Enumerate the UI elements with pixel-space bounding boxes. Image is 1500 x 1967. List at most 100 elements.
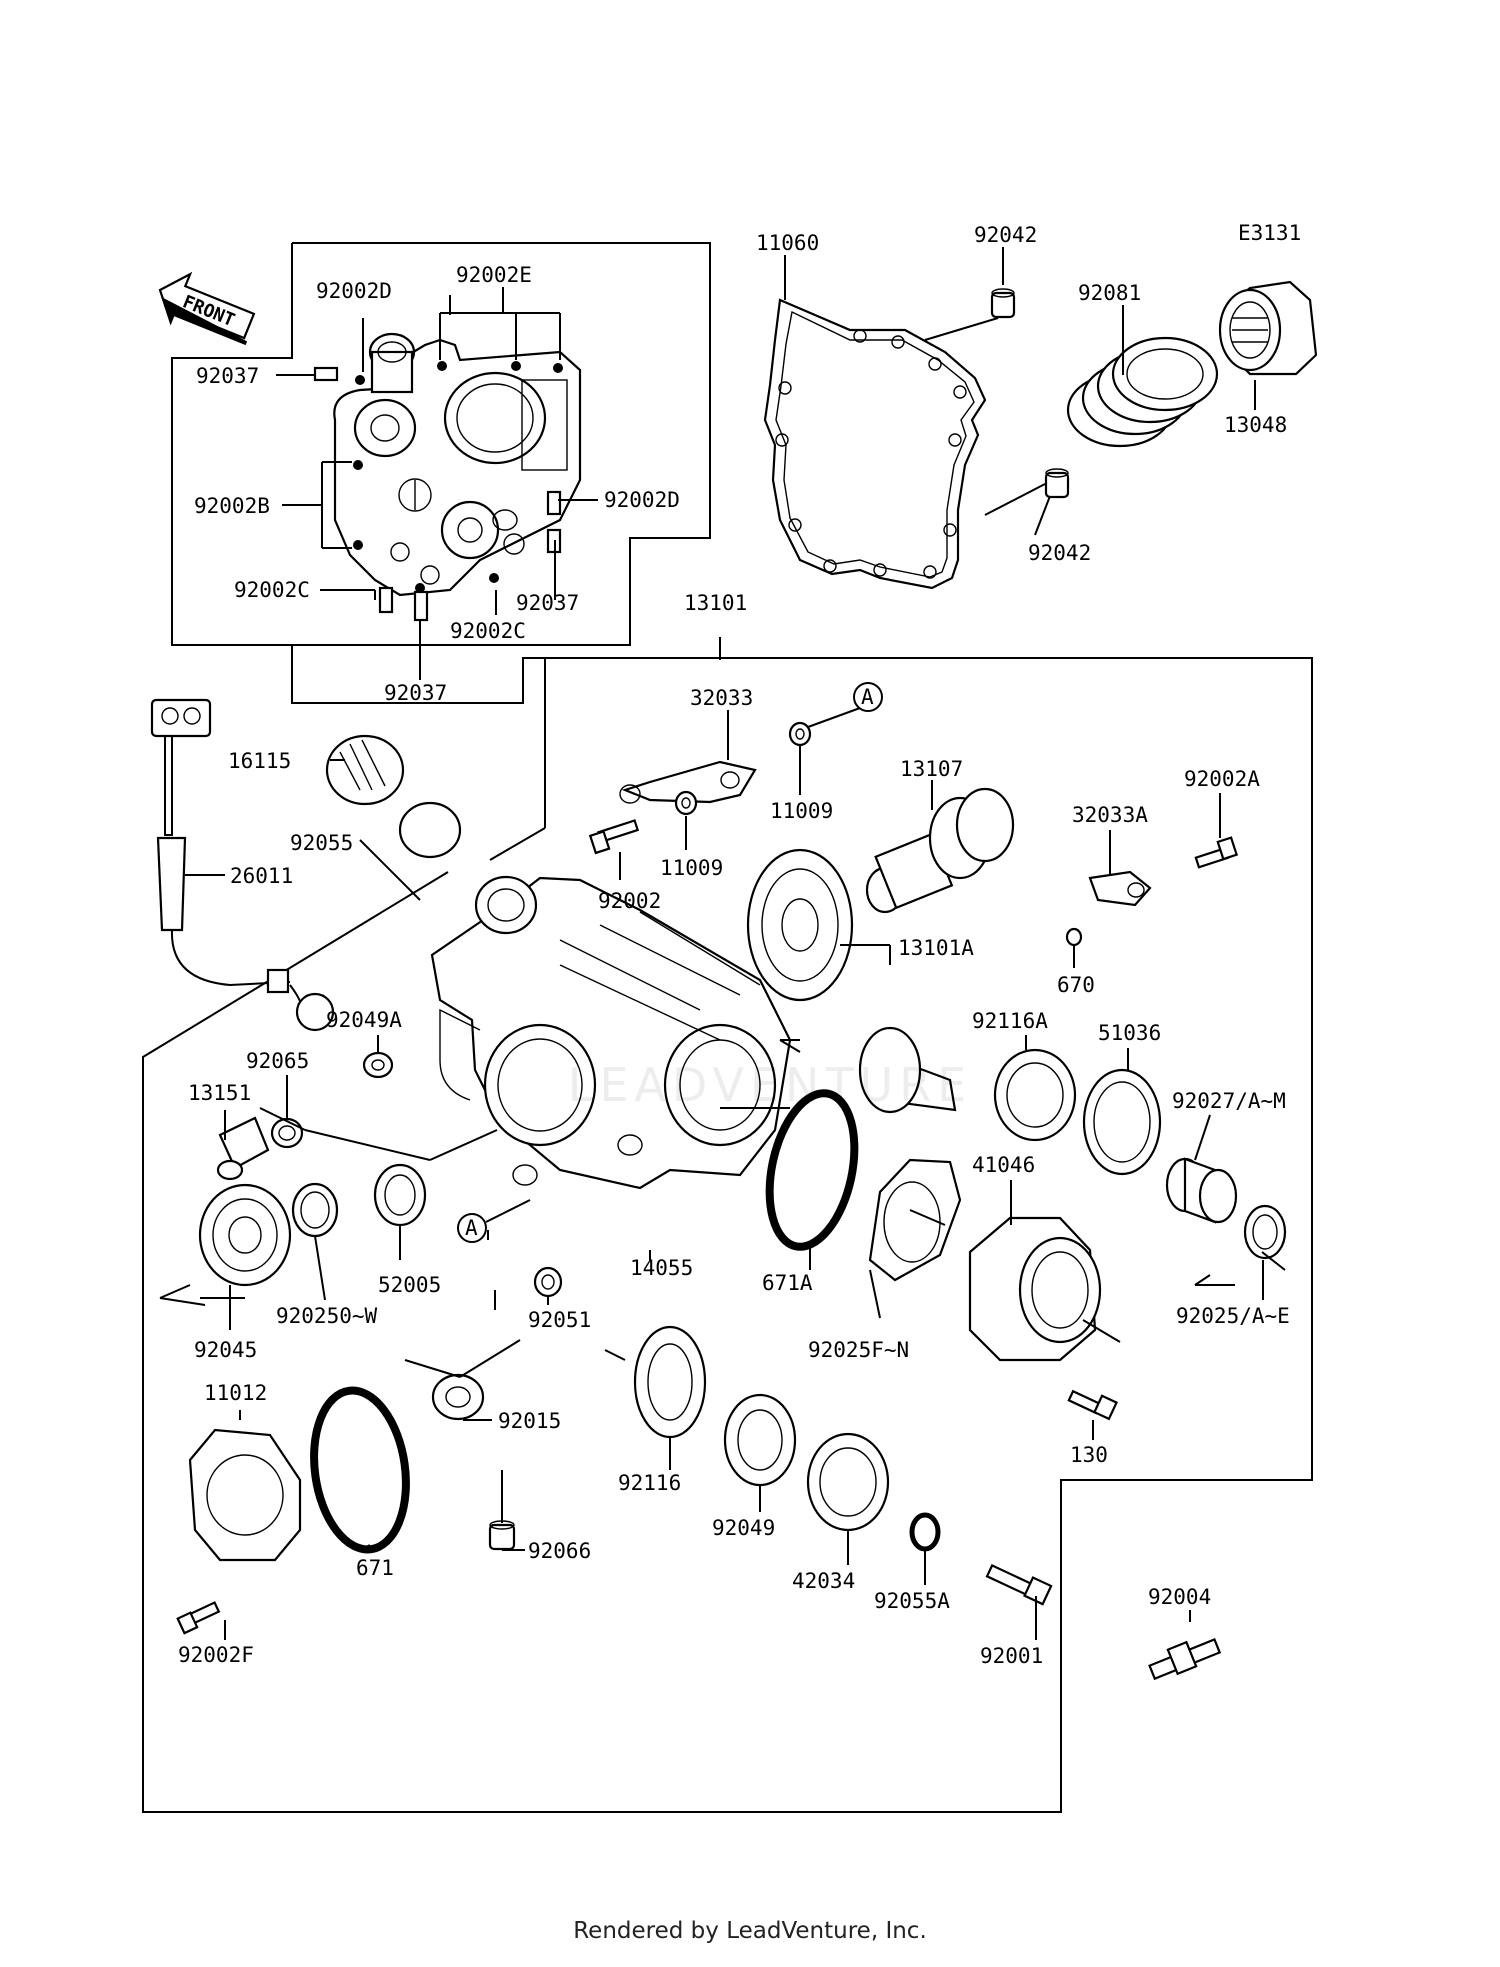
front-arrow-icon: FRONT bbox=[158, 271, 256, 346]
main-assembly-outline bbox=[142, 657, 1313, 1813]
housing-part bbox=[968, 1216, 1102, 1362]
callout-11009-top: 11009 bbox=[770, 799, 833, 823]
callout-32033: 32033 bbox=[690, 686, 753, 710]
reference-marker-a-bottom: A bbox=[457, 1199, 531, 1243]
washer-92051 bbox=[533, 1266, 563, 1298]
bevel-gear-part bbox=[746, 848, 957, 1114]
gasket-92025F bbox=[868, 1158, 962, 1282]
callout-52005: 52005 bbox=[378, 1273, 441, 1297]
washer-92049A bbox=[362, 1051, 394, 1079]
callout-13101: 13101 bbox=[684, 591, 747, 615]
callout-92037-top: 92037 bbox=[196, 364, 259, 388]
bearing-92049 bbox=[723, 1393, 797, 1487]
reference-marker-a-top-label: A bbox=[861, 685, 874, 709]
callout-92002C-bottom: 92002C bbox=[450, 619, 526, 643]
callout-11012: 11012 bbox=[204, 1381, 267, 1405]
callout-13151: 13151 bbox=[188, 1081, 251, 1105]
callout-92002A: 92002A bbox=[1184, 767, 1260, 791]
bearing-92045 bbox=[198, 1183, 292, 1287]
collar-92027 bbox=[1165, 1157, 1238, 1224]
bracket-part bbox=[619, 760, 757, 804]
callout-92025FN: 92025F~N bbox=[808, 1338, 909, 1362]
shim-92025 bbox=[1243, 1204, 1287, 1260]
callout-92051: 92051 bbox=[528, 1308, 591, 1332]
bolt-92001 bbox=[985, 1564, 1053, 1606]
callout-92037-right: 92037 bbox=[516, 591, 579, 615]
washer-11009-a bbox=[788, 721, 812, 747]
callout-11060: 11060 bbox=[756, 231, 819, 255]
shaft-part bbox=[865, 787, 1015, 914]
callout-92002D-right: 92002D bbox=[604, 488, 680, 512]
gear-case-part bbox=[430, 875, 792, 1190]
callout-labels: E3131 92002D 92002E 92037 92002B 92002D … bbox=[178, 221, 1301, 1668]
bolt-92002A bbox=[1194, 836, 1239, 869]
leader-lines bbox=[159, 247, 1286, 1640]
bolt-130 bbox=[1067, 1389, 1118, 1421]
callout-92002D-top: 92002D bbox=[316, 279, 392, 303]
callout-92002E: 92002E bbox=[456, 263, 532, 287]
callout-130: 130 bbox=[1070, 1443, 1108, 1467]
callout-671A: 671A bbox=[762, 1271, 813, 1295]
gear-42034 bbox=[806, 1432, 890, 1532]
callout-670: 670 bbox=[1057, 973, 1095, 997]
callout-671: 671 bbox=[356, 1556, 394, 1580]
callout-42034: 42034 bbox=[792, 1569, 855, 1593]
callout-92055A: 92055A bbox=[874, 1589, 950, 1613]
callout-92042-top: 92042 bbox=[974, 223, 1037, 247]
callout-41046: 41046 bbox=[972, 1153, 1035, 1177]
callout-16115: 16115 bbox=[228, 749, 291, 773]
callout-13048: 13048 bbox=[1224, 413, 1287, 437]
collar-part bbox=[373, 1163, 427, 1227]
pin-part bbox=[488, 1520, 516, 1551]
stud-part bbox=[1148, 1638, 1222, 1681]
callout-92049A: 92049A bbox=[326, 1008, 402, 1032]
callout-92027: 92027/A~M bbox=[1172, 1089, 1286, 1113]
bearing-92116A bbox=[993, 1048, 1077, 1142]
reference-marker-a-top: A bbox=[853, 682, 883, 712]
o-ring-92055A bbox=[909, 1512, 941, 1552]
callout-92001: 92001 bbox=[980, 1644, 1043, 1668]
callout-14055: 14055 bbox=[630, 1256, 693, 1280]
seal-part bbox=[1082, 1068, 1162, 1176]
bolt-92002F bbox=[176, 1601, 221, 1635]
gasket-part bbox=[763, 298, 987, 590]
washer-92065 bbox=[270, 1117, 304, 1149]
top-assembly-outline bbox=[171, 242, 711, 704]
callout-92037-bottom: 92037 bbox=[384, 681, 447, 705]
o-ring-671A bbox=[765, 1089, 859, 1251]
reference-marker-a-bottom-label: A bbox=[465, 1216, 478, 1240]
dowel-pin-part bbox=[990, 288, 1070, 499]
bearing-92116 bbox=[633, 1325, 707, 1439]
shim-part bbox=[291, 1182, 339, 1238]
callout-26011: 26011 bbox=[230, 864, 293, 888]
callout-92116: 92116 bbox=[618, 1471, 681, 1495]
callout-92049: 92049 bbox=[712, 1516, 775, 1540]
callout-13107: 13107 bbox=[900, 757, 963, 781]
callout-92116A: 92116A bbox=[972, 1009, 1048, 1033]
callout-92045: 92045 bbox=[194, 1338, 257, 1362]
footer-credit: Rendered by LeadVenture, Inc. bbox=[573, 1918, 927, 1944]
coupling-part bbox=[1218, 280, 1318, 376]
callout-920250: 920250~W bbox=[276, 1304, 378, 1328]
nut-part bbox=[431, 1373, 485, 1421]
washer-11009-b bbox=[674, 790, 698, 816]
callout-51036: 51036 bbox=[1098, 1021, 1161, 1045]
bolt-92002 bbox=[588, 819, 640, 855]
callout-92081: 92081 bbox=[1078, 281, 1141, 305]
callout-92015: 92015 bbox=[498, 1409, 561, 1433]
callout-92002F: 92002F bbox=[178, 1643, 254, 1667]
callout-92002B: 92002B bbox=[194, 494, 270, 518]
callout-92065: 92065 bbox=[246, 1049, 309, 1073]
o-ring-671 bbox=[310, 1386, 410, 1554]
spring-part bbox=[1066, 336, 1219, 448]
callout-92002C-left: 92002C bbox=[234, 578, 310, 602]
sensor-wire-part bbox=[150, 698, 335, 1032]
callout-92025AE: 92025/A~E bbox=[1176, 1304, 1290, 1328]
callout-92002: 92002 bbox=[598, 889, 661, 913]
callout-11009-mid: 11009 bbox=[660, 856, 723, 880]
cover-part bbox=[188, 1428, 302, 1562]
sensor-part bbox=[216, 1116, 270, 1181]
callout-92066: 92066 bbox=[528, 1539, 591, 1563]
sensor-cap-part bbox=[325, 734, 405, 806]
